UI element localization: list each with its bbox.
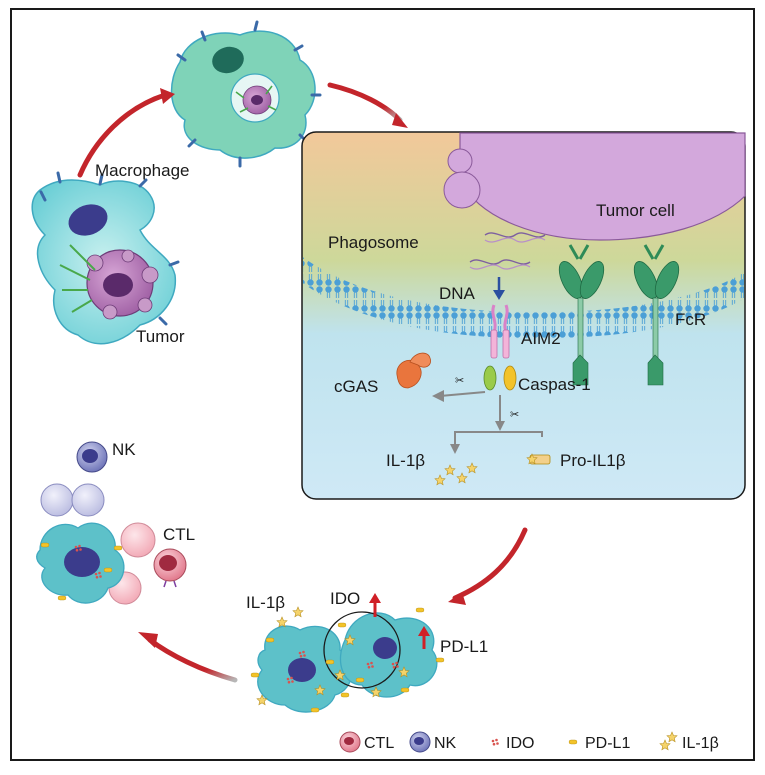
aim2-complex: [483, 304, 517, 391]
macrophage-phagosome-cell: [170, 20, 322, 168]
legend-il1b-label: IL-1β: [682, 735, 719, 752]
pro-il1b-label: Pro-IL1β: [560, 451, 626, 470]
fcr-receptor-2: [633, 244, 680, 386]
nk-cell-icon: [76, 441, 108, 473]
legend-ctl-label: CTL: [364, 735, 394, 752]
ido-label: IDO: [330, 589, 360, 608]
fcr-label: FcR: [675, 310, 706, 329]
macrophage-nucleus: [68, 204, 108, 236]
arrow-to-activation: [452, 527, 528, 601]
cgas-label: cGAS: [334, 377, 378, 396]
nk-label: NK: [112, 440, 136, 459]
macrophage-label: Macrophage: [95, 161, 190, 180]
legend-ido-label: IDO: [506, 735, 534, 752]
caspase1-label: Caspas-1: [518, 375, 591, 394]
arrow-to-immune: [147, 637, 238, 683]
tumor-cell-label: Tumor cell: [596, 201, 675, 220]
cgas-protein: [396, 352, 431, 389]
phagosome-membrane: [303, 255, 744, 339]
tumor-body: [86, 249, 159, 320]
phagosome-label: Phagosome: [328, 233, 419, 252]
macrophage-engulfing-tumor: [31, 171, 180, 345]
legend-pdl1-icon: [568, 739, 578, 745]
legend-nk-icon: [409, 731, 431, 753]
pdl1-label: PD-L1: [440, 637, 488, 656]
legend: CTL NK IDO PD-L1 IL-1β: [339, 731, 719, 753]
tumor-label: Tumor: [136, 327, 185, 346]
zoom-circle: [323, 611, 401, 689]
aim2-label: AIM2: [521, 329, 561, 348]
ctl-label: CTL: [163, 525, 195, 544]
legend-pdl1-label: PD-L1: [585, 735, 630, 752]
svg-text:✂: ✂: [510, 409, 519, 421]
dna-label: DNA: [439, 284, 476, 303]
dna-strand: [484, 232, 546, 238]
ctl-cell-icon: [153, 548, 187, 588]
fcr-receptor-1: [558, 244, 605, 386]
activated-macrophages: [250, 593, 445, 713]
tumor-cell: [459, 132, 746, 241]
legend-nk-label: NK: [434, 735, 457, 752]
phagosome-panel: ✂ ✂: [301, 131, 746, 500]
il1b-outer-label: IL-1β: [246, 593, 285, 612]
svg-text:✂: ✂: [455, 375, 464, 387]
immune-cluster: [36, 441, 187, 605]
legend-ctl-icon: [339, 731, 361, 753]
il1b-inner-label: IL-1β: [386, 451, 425, 470]
arrow-engulf: [77, 92, 168, 178]
